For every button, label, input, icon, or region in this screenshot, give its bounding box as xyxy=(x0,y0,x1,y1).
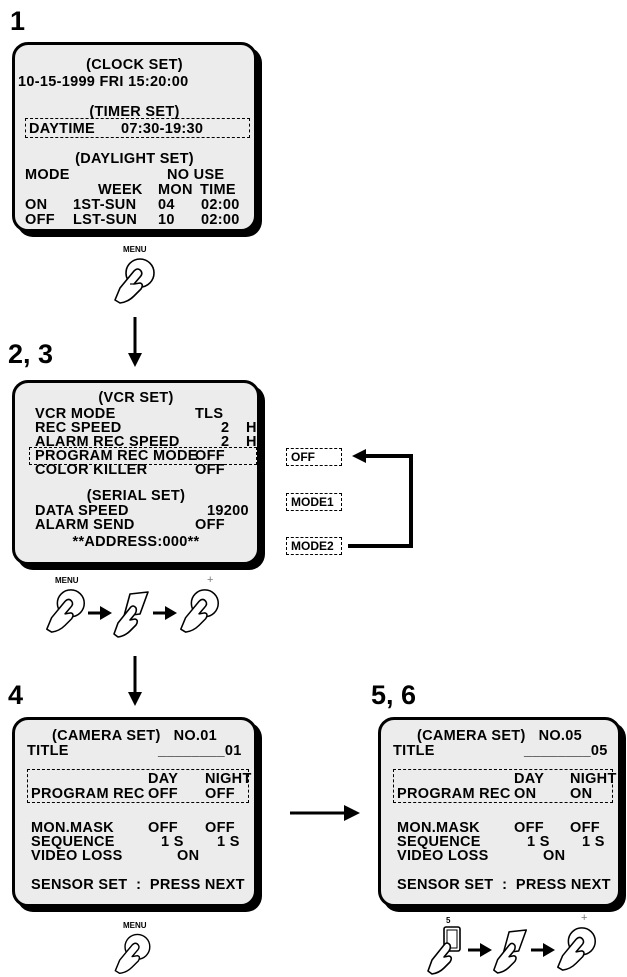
program-rec-night-05: ON xyxy=(570,787,592,802)
vcr-set-title: (VCR SET) xyxy=(15,391,257,406)
alarm-send-label: ALARM SEND xyxy=(35,518,135,533)
clock-set-title: (CLOCK SET) xyxy=(15,58,254,73)
address-line: **ADDRESS:000** xyxy=(15,535,257,550)
row-on-mode: ON xyxy=(25,198,47,213)
hand-press-menu-icon-3[interactable] xyxy=(110,930,156,976)
title-value-01: ________01 xyxy=(158,744,242,759)
vcr-set-screen: (VCR SET) VCR MODE TLS REC SPEED 2 H ALA… xyxy=(12,380,260,565)
option-off: OFF xyxy=(286,448,342,466)
hand-press-menu-icon[interactable] xyxy=(110,254,160,306)
sensor-set-05: SENSOR SET : PRESS NEXT xyxy=(397,878,611,893)
col-night-01: NIGHT xyxy=(205,772,252,787)
row-off-week: LST-SUN xyxy=(73,213,137,228)
mode-value: NO USE xyxy=(167,168,224,183)
hand-press-5-icon[interactable] xyxy=(424,925,470,975)
col-time: TIME xyxy=(200,183,236,198)
step-4-label: 4 xyxy=(8,682,23,709)
row-off-time: 02:00 xyxy=(201,213,240,228)
hand-press-jog-icon[interactable] xyxy=(110,590,154,638)
five-button-label: 5 xyxy=(446,916,450,925)
title-label-05: TITLE xyxy=(393,744,435,759)
option-mode2: MODE2 xyxy=(286,537,342,555)
daylight-set-title: (DAYLIGHT SET) xyxy=(15,152,254,167)
mode-label: MODE xyxy=(25,168,70,183)
program-rec-night-01: OFF xyxy=(205,787,235,802)
right-arrow-icon-1 xyxy=(88,606,112,620)
right-arrow-icon-5 xyxy=(531,943,555,957)
sequence-night-05: 1 S xyxy=(582,835,605,850)
step-2-3-label: 2, 3 xyxy=(8,341,53,368)
col-day-05: DAY xyxy=(514,772,544,787)
sequence-night-01: 1 S xyxy=(217,835,240,850)
col-day-01: DAY xyxy=(148,772,178,787)
program-rec-label-01: PROGRAM REC xyxy=(31,787,145,802)
option-mode1: MODE1 xyxy=(286,493,342,511)
row-on-mon: 04 xyxy=(158,198,175,213)
videoloss-label-01: VIDEO LOSS xyxy=(31,849,123,864)
row-off-mon: 10 xyxy=(158,213,175,228)
clock-set-screen: (CLOCK SET) 10-15-1999 FRI 15:20:00 (TIM… xyxy=(12,42,257,232)
serial-set-title: (SERIAL SET) xyxy=(15,489,257,504)
vcr-mode-value: TLS xyxy=(195,407,223,422)
right-arrow-icon-3 xyxy=(290,805,360,821)
col-night-05: NIGHT xyxy=(570,772,617,787)
color-killer-label: COLOR KILLER xyxy=(35,463,147,478)
step-1-label: 1 xyxy=(10,8,25,35)
menu-button-label-1: MENU xyxy=(123,245,147,254)
videoloss-value-05: ON xyxy=(543,849,565,864)
program-rec-day-01: OFF xyxy=(148,787,178,802)
hand-press-plus-icon-2[interactable] xyxy=(553,922,601,974)
down-arrow-icon-1 xyxy=(128,317,142,367)
row-on-time: 02:00 xyxy=(201,198,240,213)
hand-press-menu-icon-2[interactable] xyxy=(42,584,90,636)
program-rec-label-05: PROGRAM REC xyxy=(397,787,511,802)
right-arrow-icon-2 xyxy=(153,606,177,620)
videoloss-label-05: VIDEO LOSS xyxy=(397,849,489,864)
camera-set-screen-01: (CAMERA SET) NO.01 TITLE ________01 DAY … xyxy=(12,717,257,907)
title-label-01: TITLE xyxy=(27,744,69,759)
down-arrow-icon-2 xyxy=(128,656,142,706)
hand-press-plus-icon[interactable] xyxy=(176,584,224,636)
hand-press-jog-icon-2[interactable] xyxy=(490,928,532,974)
camera-set-title-01: (CAMERA SET) NO.01 xyxy=(15,729,254,744)
row-on-week: 1ST-SUN xyxy=(73,198,136,213)
row-off-mode: OFF xyxy=(25,213,55,228)
camera-set-screen-05: (CAMERA SET) NO.05 TITLE ________05 DAY … xyxy=(378,717,621,907)
alarm-send-value: OFF xyxy=(195,518,225,533)
col-mon: MON xyxy=(158,183,193,198)
title-value-05: ________05 xyxy=(524,744,608,759)
timer-value: DAYTIME 07:30-19:30 xyxy=(29,122,203,137)
program-rec-day-05: ON xyxy=(514,787,536,802)
col-week: WEEK xyxy=(98,183,143,198)
menu-button-label-3: MENU xyxy=(123,921,147,930)
right-arrow-icon-4 xyxy=(468,943,492,957)
step-5-6-label: 5, 6 xyxy=(371,682,416,709)
cycle-arrow-icon xyxy=(340,446,420,556)
camera-set-title-05: (CAMERA SET) NO.05 xyxy=(381,729,618,744)
sensor-set-01: SENSOR SET : PRESS NEXT xyxy=(31,878,245,893)
color-killer-value: OFF xyxy=(195,463,225,478)
videoloss-value-01: ON xyxy=(177,849,199,864)
clock-value: 10-15-1999 FRI 15:20:00 xyxy=(18,75,189,90)
